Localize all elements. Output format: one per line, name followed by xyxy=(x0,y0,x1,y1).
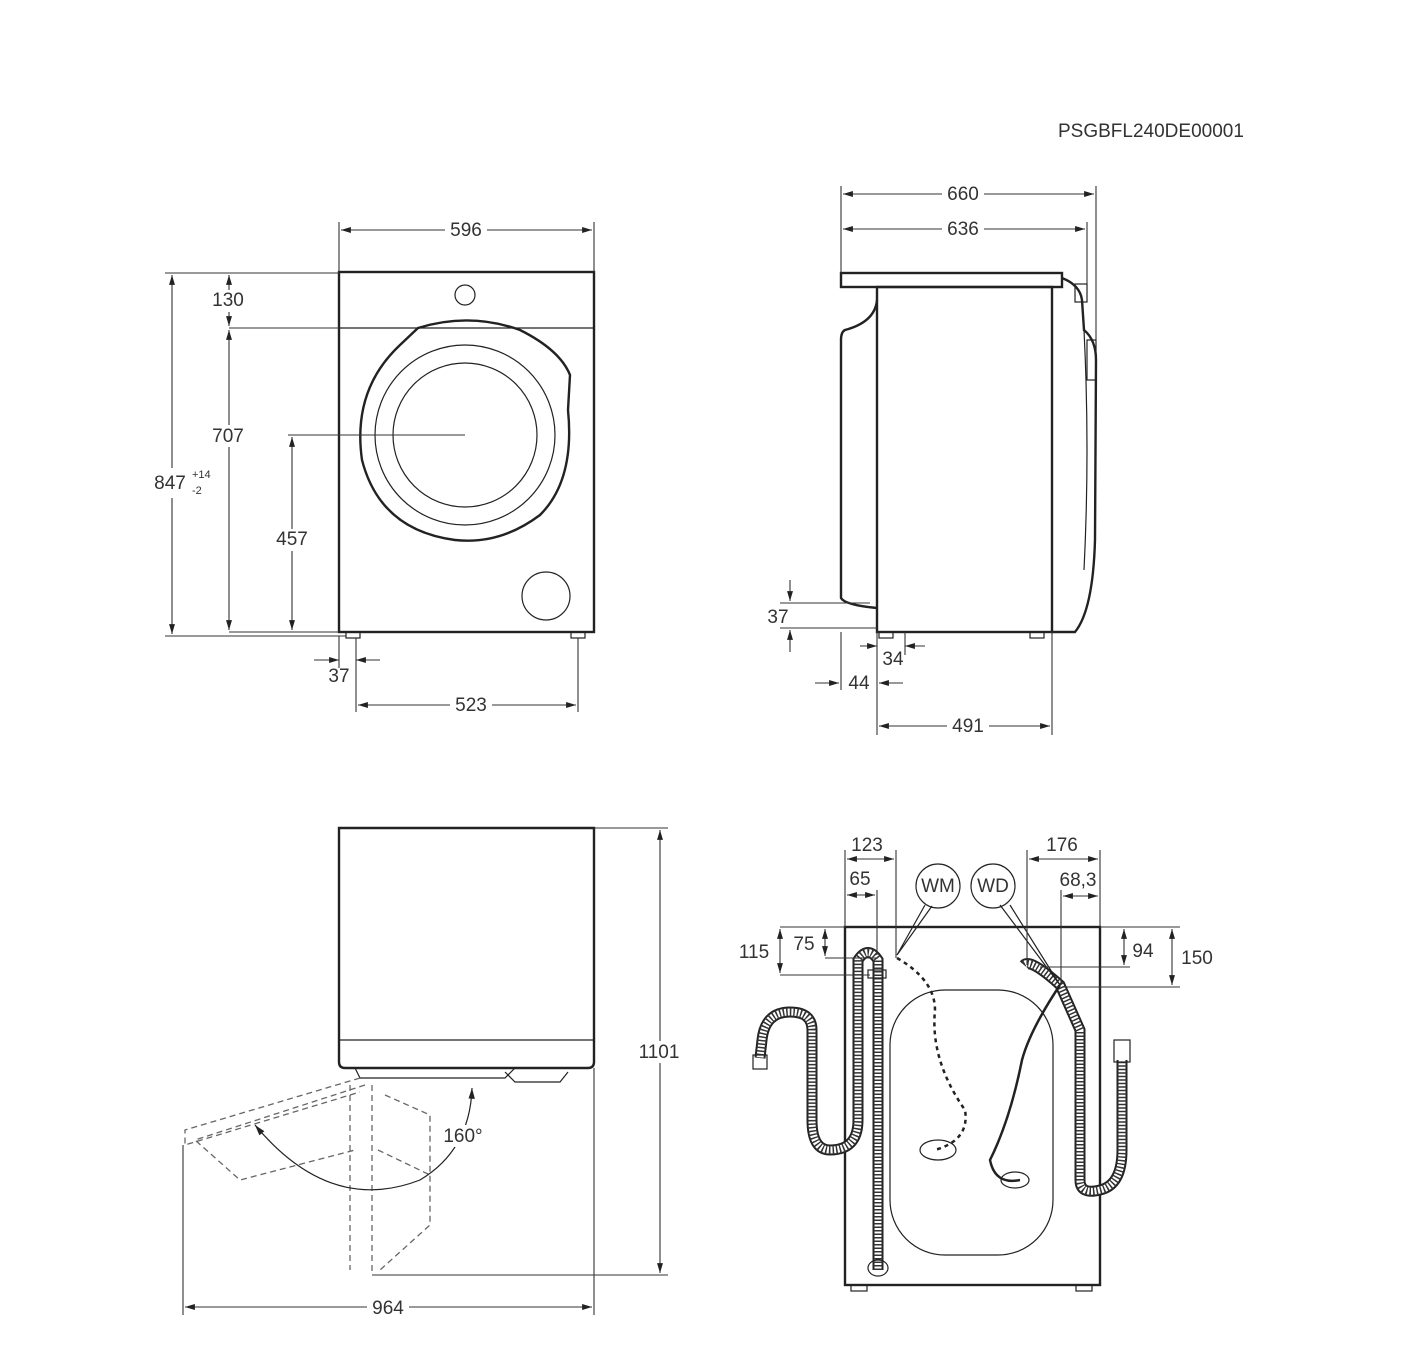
door-top-height-label: 707 xyxy=(212,426,244,447)
program-knob xyxy=(454,284,476,306)
wd-callout-label: WD xyxy=(977,876,1009,897)
wd-callout xyxy=(970,863,1016,909)
rear-view: WM WD 123 65 176 68,3 115 75 94 150 xyxy=(739,835,1213,1292)
top-height-label: 1101 xyxy=(639,1042,680,1063)
side-depth-body-label: 636 xyxy=(947,219,979,240)
front-view: 596 847 +14 -2 130 707 457 37 523 xyxy=(150,219,596,716)
side-view: 660 636 37 34 44 491 xyxy=(767,183,1098,737)
total-height-label: 847 xyxy=(154,473,186,494)
dim-75-label: 75 xyxy=(793,934,814,955)
filter-cover xyxy=(521,571,571,621)
tolerance-minus: -2 xyxy=(192,485,202,497)
dim-176-label: 176 xyxy=(1046,835,1078,856)
top-panel-label: 130 xyxy=(212,290,244,311)
door-angle-label: 160° xyxy=(443,1126,482,1147)
door-open-depth-label: 964 xyxy=(372,1298,404,1319)
dim-65-label: 65 xyxy=(849,869,870,890)
tolerance-plus: +14 xyxy=(192,469,211,481)
door-center-height-label: 457 xyxy=(276,529,308,550)
dim-123-label: 123 xyxy=(851,835,883,856)
dim-94-label: 94 xyxy=(1132,941,1154,962)
door-swing-arc xyxy=(254,1087,475,1191)
side-rear-offset-label: 44 xyxy=(848,673,870,694)
dim-150-label: 150 xyxy=(1181,948,1213,969)
dim-68-3-label: 68,3 xyxy=(1060,870,1097,891)
side-rear-clearance-label: 37 xyxy=(767,607,788,628)
door-outer xyxy=(359,319,572,542)
side-feet-spacing-label: 491 xyxy=(952,716,984,737)
product-code: PSGBFL240DE00001 xyxy=(1058,121,1244,142)
front-feet-spacing-label: 523 xyxy=(455,695,487,716)
top-view: 160° 1101 964 xyxy=(182,826,684,1319)
side-depth-total-label: 660 xyxy=(947,184,979,205)
wm-callout-label: WM xyxy=(921,876,955,897)
front-foot-offset-label: 37 xyxy=(328,666,349,687)
front-width-label: 596 xyxy=(450,220,482,241)
wm-callout xyxy=(915,863,961,909)
dim-115-label: 115 xyxy=(739,942,769,963)
side-foot-offset-label: 34 xyxy=(882,649,904,670)
